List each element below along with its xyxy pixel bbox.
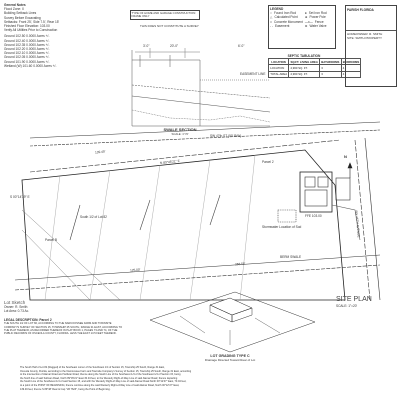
firm-name: PARISH FLORIDA bbox=[347, 8, 374, 12]
sketch-line: Owner: R. Smith bbox=[4, 305, 28, 309]
desc-line: the North line of said Sullivan Road, No… bbox=[20, 376, 178, 380]
dimension-label: 6'-0" bbox=[238, 44, 245, 48]
elevation-row: Wetland (W) 101.60 0.0000 Acres +/- bbox=[4, 63, 57, 68]
title-line: SITE: SMITH PROPERTY bbox=[347, 36, 382, 41]
desc-line: to a point of the POINT OF BEGINNING; th… bbox=[20, 383, 180, 387]
elevation-row: Ground 101.90 0.0000 Acres +/- bbox=[4, 59, 50, 64]
elevation-list: Ground 102.50 0.0000 Acres +/- Ground 10… bbox=[4, 34, 99, 68]
desc-line: to the intersection of Alamar Road and S… bbox=[20, 373, 181, 377]
legal-line: COMPANY'S SURVEY OF SECTION 15, TOWNSHIP… bbox=[4, 325, 123, 329]
section-scale: SCALE: 1"=5' bbox=[171, 132, 189, 137]
note-line: Survey Before Excavating bbox=[4, 15, 41, 20]
note-line: Flood Zone: X bbox=[4, 7, 25, 12]
desc-line: 139.49 feet; thence S 89°48' Rear & Cap … bbox=[20, 387, 111, 391]
section-title: SWALE SECTION bbox=[163, 127, 197, 132]
dimension-label: 125.00' bbox=[129, 267, 141, 273]
desc-line: Osceola County, Florida, according to th… bbox=[20, 369, 192, 373]
not-survey-note: THIS DOES NOT CONSTITUTE A SURVEY bbox=[140, 24, 199, 28]
bearing-label: S 00°14'39" E bbox=[10, 195, 30, 199]
legal-description: LEGAL DESCRIPTION: Parcel 2 THE SOUTH 1/… bbox=[4, 318, 144, 336]
lot-sketch-note: Lot Sketch Owner: R. Smith Lot Area: 0.7… bbox=[4, 300, 64, 313]
lot-grading-subtitle: Drainage Directed Toward Rear of Lot bbox=[204, 358, 256, 363]
title-lines: HOMEOWNER: R. SMITH SITE: SMITH PROPERTY bbox=[346, 30, 396, 41]
construction-header-box: TYPE OF HOME AND GARAGE CONSTRUCTION: FR… bbox=[130, 10, 200, 20]
elevation-row: Ground 102.05 0.0000 Acres +/- bbox=[4, 55, 50, 60]
site-plan-title: SITE PLAN SCALE: 1"=20' bbox=[336, 296, 396, 308]
bottom-description: The South Half of Lot 82 (Ragged) of the… bbox=[20, 366, 396, 391]
note-line: Setbacks: Front 25', Side 7.5', Rear 15' bbox=[4, 19, 60, 24]
site-plan-heading: SITE PLAN bbox=[336, 296, 372, 303]
septic-tabulation: SEPTIC TABULATION LOCATION SQ.FT. LIVING… bbox=[267, 54, 362, 78]
septic-table: LOCATION SQ.FT. LIVING AREA BATHROOMS BE… bbox=[267, 58, 362, 78]
table-header-row: LOCATION SQ.FT. LIVING AREA BATHROOMS BE… bbox=[267, 58, 362, 66]
table-cell: 2,960 SQ. FT. bbox=[288, 70, 321, 78]
lot-grading-caption: LOT GRADING TYPE C Drainage Directed Tow… bbox=[190, 354, 270, 362]
site-plan-drawing bbox=[14, 121, 381, 301]
elevation-row: Ground 102.50 0.0000 Acres +/- bbox=[4, 34, 50, 39]
legend-item: ○Found Iron Rod bbox=[270, 11, 297, 16]
elevation-row: Ground 102.10 0.0000 Acres +/- bbox=[4, 51, 50, 56]
legend-item: - -Easement bbox=[270, 23, 290, 28]
parcel-label: Parcel B bbox=[45, 238, 58, 242]
lot-label: South 1/2 of Lot 82 bbox=[80, 215, 107, 219]
table-cell: 4 bbox=[340, 70, 362, 78]
legal-title: LEGAL DESCRIPTION: Parcel 2 bbox=[4, 318, 52, 322]
notes-title: General Notes bbox=[4, 3, 26, 7]
general-notes: General Notes Flood Zone: X Building Set… bbox=[4, 3, 99, 68]
title-block: PARISH FLORIDA HOMEOWNER: R. SMITH SITE:… bbox=[345, 5, 397, 87]
legend-item: ⊕Power Pole bbox=[304, 15, 326, 20]
lot-grading-title: LOT GRADING TYPE C bbox=[210, 354, 250, 358]
north-label: N bbox=[344, 154, 347, 159]
dimension-label: 3'-0" bbox=[143, 44, 150, 48]
legend-items: ○Found Iron Rod ●Set Iron Rod △Calculate… bbox=[270, 11, 334, 28]
road-label: SW 47th ST (50' R/W) bbox=[210, 134, 242, 138]
swale-section-label: SWALE SECTION SCALE: 1"=5' bbox=[150, 127, 210, 137]
septic-title: SEPTIC TABULATION bbox=[287, 54, 321, 58]
legal-line: THE SOUTH 1/2 OF LOT 82, ACCORDING TO TH… bbox=[4, 322, 112, 326]
section-detail-drawing bbox=[131, 48, 271, 127]
elevation-row: Ground 102.20 0.0000 Acres +/- bbox=[4, 47, 50, 52]
note-line: Finished Floor Elevation: 103.00 bbox=[4, 24, 50, 29]
construction-header: TYPE OF HOME AND GARAGE CONSTRUCTION: FR… bbox=[131, 10, 197, 19]
desc-line: the South Line of the Southwest 1/4 of s… bbox=[20, 380, 187, 384]
legend-title: LEGEND bbox=[270, 7, 284, 11]
easement-label: EASEMENT LINE bbox=[240, 72, 266, 76]
sketch-line: Lot Area: 0.73 Ac. bbox=[4, 309, 30, 314]
table-cell: 3 bbox=[319, 70, 342, 78]
legend-item: ⊗Water Valve bbox=[304, 23, 327, 28]
note-line: Verify All Utilities Prior to Constructi… bbox=[4, 28, 58, 33]
elevation-row: Ground 102.35 0.0000 Acres +/- bbox=[4, 42, 50, 47]
dimension-label: 258.50' bbox=[234, 261, 246, 267]
note-line: Building Setback Lines bbox=[4, 11, 37, 16]
dimension-label: 20'-0" bbox=[170, 44, 179, 48]
title-line: HOMEOWNER: R. SMITH bbox=[347, 32, 383, 37]
swale-label: BERM SWALE bbox=[280, 255, 302, 259]
legend-item: —x—Fence bbox=[304, 19, 324, 24]
elevation-row: Ground 102.40 0.0000 Acres +/- bbox=[4, 38, 50, 43]
site-plan-scale: SCALE: 1"=20' bbox=[336, 304, 358, 308]
lot-grading-drawing bbox=[149, 291, 316, 353]
legend-item: △Calculated Point bbox=[270, 15, 298, 20]
desc-line: The South Half of Lot 82 (Ragged) of the… bbox=[20, 366, 165, 369]
stormwater-label: Stormwater Location of Sod bbox=[262, 225, 302, 229]
table-cell: TOTAL AREA bbox=[267, 70, 290, 78]
legend-item: ●Set Iron Rod bbox=[304, 11, 327, 16]
notes-lines: Flood Zone: X Building Setback Lines Sur… bbox=[4, 7, 99, 32]
legal-line: THE PLAT THEREOF, AS RECORDED THEREOF IN… bbox=[4, 329, 118, 333]
ffe-label: FFE 103.00 bbox=[305, 214, 322, 218]
legend-item: □Concrete Monument bbox=[270, 19, 303, 24]
table-row: TOTAL AREA 2,960 SQ. FT. 3 4 bbox=[267, 70, 362, 78]
sketch-title: Lot Sketch bbox=[4, 300, 26, 305]
legend-box: LEGEND ○Found Iron Rod ●Set Iron Rod △Ca… bbox=[268, 5, 336, 49]
parcel-label: Parcel 2 bbox=[262, 160, 274, 164]
north-arrow-icon bbox=[347, 162, 353, 178]
legal-line: PUBLIC RECORDS OF OSCEOLA COUNTY, FLORID… bbox=[4, 332, 117, 336]
